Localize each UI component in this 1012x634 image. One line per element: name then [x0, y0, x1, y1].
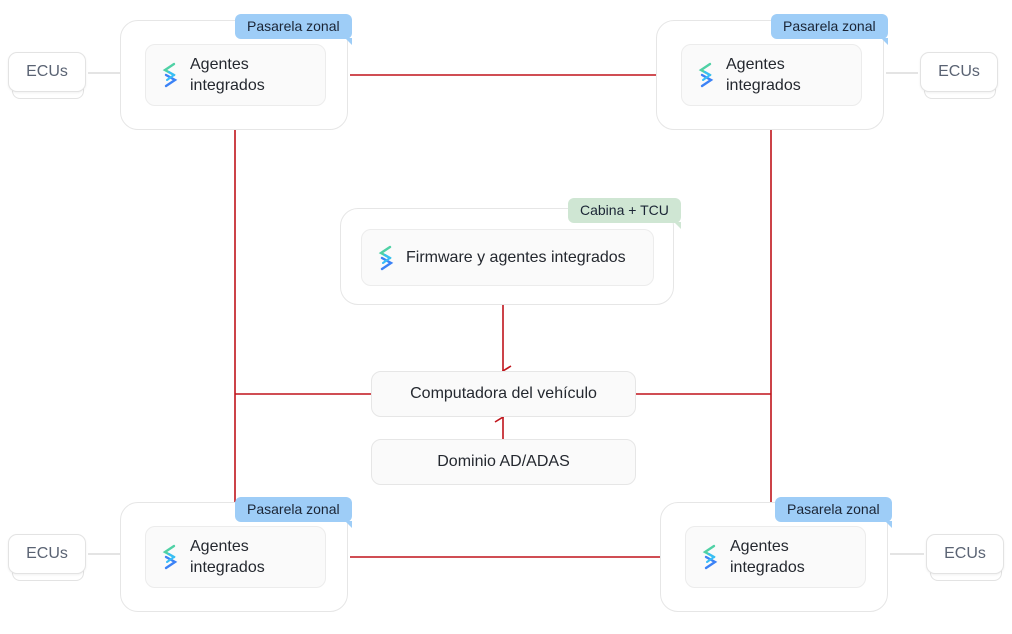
ecu-label: ECUs	[8, 534, 86, 574]
zonal-gateway-top-right: Agentes integrados	[656, 20, 884, 130]
agent-logo-icon	[162, 62, 178, 88]
zonal-gateway-top-left: Agentes integrados	[120, 20, 348, 130]
zonal-gateway-tag: Pasarela zonal	[235, 14, 352, 45]
agent-logo-icon	[378, 245, 394, 270]
embedded-agents-card: Agentes integrados	[681, 44, 862, 106]
embedded-agents-card: Agentes integrados	[145, 526, 326, 588]
zonal-gateway-tag: Pasarela zonal	[235, 497, 352, 528]
ecu-label: ECUs	[920, 52, 998, 92]
cabin-tcu-tag: Cabina + TCU	[568, 198, 681, 229]
embedded-agents-label: Agentes integrados	[726, 56, 801, 94]
ecu-group-top-right: ECUs	[920, 52, 1000, 100]
ecu-group-bottom-left: ECUs	[8, 534, 88, 582]
ecu-label: ECUs	[8, 52, 86, 92]
zonal-gateway-bottom-left: Agentes integrados	[120, 502, 348, 612]
ad-adas-domain: Dominio AD/ADAS	[371, 439, 636, 485]
agent-logo-icon	[162, 544, 178, 570]
zonal-gateway-tag: Pasarela zonal	[771, 14, 888, 45]
agent-logo-icon	[702, 544, 718, 570]
embedded-agents-label: Agentes integrados	[190, 538, 265, 576]
firmware-agents-card: Firmware y agentes integrados	[361, 229, 654, 286]
embedded-agents-card: Agentes integrados	[685, 526, 866, 588]
cabin-tcu-domain: Firmware y agentes integrados	[340, 208, 674, 305]
embedded-agents-label: Agentes integrados	[730, 538, 805, 576]
ecu-group-bottom-right: ECUs	[926, 534, 1006, 582]
ecu-group-top-left: ECUs	[8, 52, 88, 100]
ecu-label: ECUs	[926, 534, 1004, 574]
embedded-agents-card: Agentes integrados	[145, 44, 326, 106]
vehicle-computer: Computadora del vehículo	[371, 371, 636, 417]
agent-logo-icon	[698, 62, 714, 88]
firmware-agents-label: Firmware y agentes integrados	[406, 249, 626, 266]
embedded-agents-label: Agentes integrados	[190, 56, 265, 94]
zonal-gateway-tag: Pasarela zonal	[775, 497, 892, 528]
